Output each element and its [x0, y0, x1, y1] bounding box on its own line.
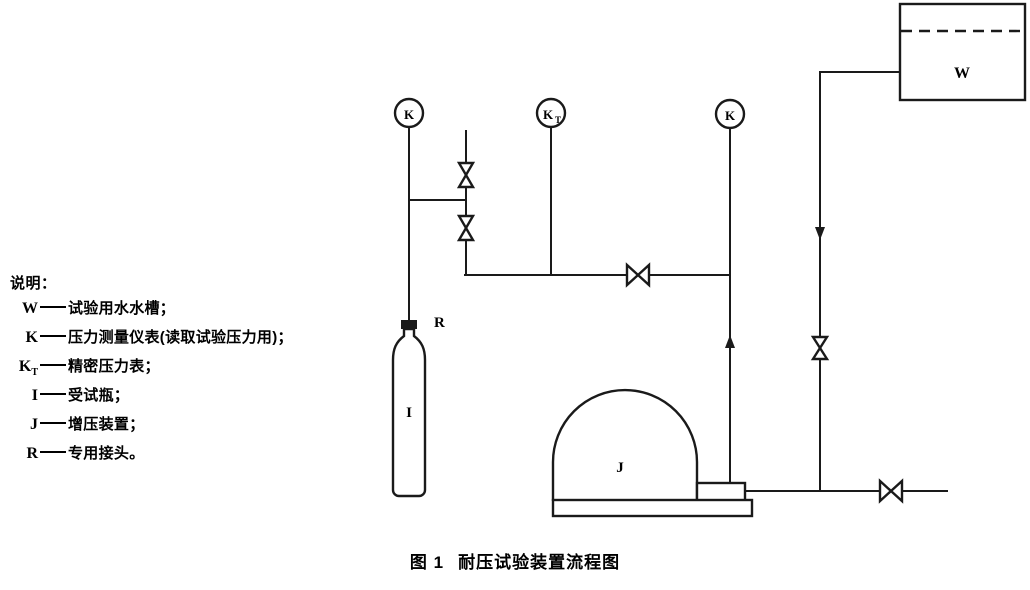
legend-description: 精密压力表；: [68, 358, 160, 375]
connector-R-fitting: [401, 320, 417, 329]
valve-triangle-upper: [456, 214, 476, 231]
legend-symbol: R: [26, 445, 38, 462]
legend-item-KT: KT 精密压力表；: [4, 355, 334, 384]
valve-triangle-lower: [810, 345, 830, 361]
legend-dash-icon: [40, 451, 66, 453]
cylinder-body: [391, 327, 427, 498]
legend-title: 说明：: [10, 276, 57, 292]
legend-dash-icon: [40, 335, 66, 337]
legend-dash-icon: [40, 393, 66, 395]
flow-arrow-down-icon: [815, 227, 825, 240]
valve-triangle-upper: [810, 335, 830, 351]
legend-dash-icon: [40, 422, 66, 424]
legend-symbol: KT: [18, 358, 38, 379]
gauge-precision-label: K: [543, 107, 554, 122]
valve-center-lower[interactable]: [456, 214, 476, 242]
figure-number: 图 1: [409, 553, 445, 572]
valve-triangle-lower: [456, 172, 476, 189]
test-cylinder-I: I R: [391, 315, 445, 498]
legend-symbol: W: [22, 300, 38, 317]
water-tank-label: W: [954, 65, 970, 82]
valve-middle-header[interactable]: [625, 262, 651, 288]
valve-center-upper[interactable]: [456, 161, 476, 189]
legend-description: 专用接头。: [68, 445, 145, 462]
legend-symbol: I: [31, 387, 38, 404]
pressure-booster-J: J: [551, 388, 754, 518]
valve-triangle-lower: [456, 225, 476, 242]
legend-item-R: R 专用接头。: [4, 442, 334, 471]
booster-dome: [551, 388, 699, 501]
cylinder-label: I: [406, 405, 412, 421]
water-tank-W: W: [898, 2, 1027, 102]
gauge-precision-KT[interactable]: K T: [535, 97, 567, 129]
legend-description: 试验用水水槽；: [68, 300, 176, 317]
legend-description: 受试瓶；: [68, 387, 130, 404]
booster-label: J: [616, 460, 624, 476]
valve-bottom-right[interactable]: [878, 478, 904, 504]
tank-downcomer-pipe: [819, 71, 900, 491]
gauge-precision-sublabel: T: [555, 115, 561, 125]
connector-R-label: R: [434, 315, 445, 331]
legend-dash-icon: [40, 364, 66, 366]
legend-description: 增压装置；: [68, 416, 145, 433]
figure-caption: 图 1 耐压试验装置流程图: [0, 548, 1030, 573]
valve-tank-downcomer[interactable]: [810, 335, 830, 361]
flow-arrow-up-icon: [725, 335, 735, 348]
valve-triangle-left: [625, 262, 640, 288]
legend-symbol-subscript: T: [31, 367, 38, 379]
figure-title: 耐压试验装置流程图: [458, 553, 621, 572]
legend-dash-icon: [40, 306, 66, 308]
valve-triangle-upper: [456, 161, 476, 178]
legend-item-J: J 增压装置；: [4, 413, 334, 442]
valve-triangle-right: [889, 478, 904, 504]
legend-item-W: W 试验用水水槽；: [4, 297, 334, 326]
gauge-right-label: K: [725, 108, 736, 123]
legend-item-K: K 压力测量仪表(读取试验压力用)；: [4, 326, 334, 355]
gauge-left-label: K: [404, 107, 415, 122]
tank-supply-pipe: [815, 71, 900, 491]
gauge-left-K[interactable]: K: [393, 97, 425, 129]
valve-triangle-right: [636, 262, 651, 288]
valve-triangle-left: [878, 478, 893, 504]
legend-description: 压力测量仪表(读取试验压力用)；: [68, 329, 293, 346]
legend: 说明： W 试验用水水槽； K 压力测量仪表(读取试验压力用)； KT 精密压力…: [4, 272, 334, 471]
booster-base-plate: [551, 498, 754, 518]
legend-item-I: I 受试瓶；: [4, 384, 334, 413]
legend-symbol: K: [25, 329, 38, 346]
booster-outlet-block: [695, 481, 747, 503]
gauge-right-K[interactable]: K: [714, 98, 746, 130]
water-tank-body: [898, 2, 1027, 102]
legend-symbol: J: [30, 416, 38, 433]
